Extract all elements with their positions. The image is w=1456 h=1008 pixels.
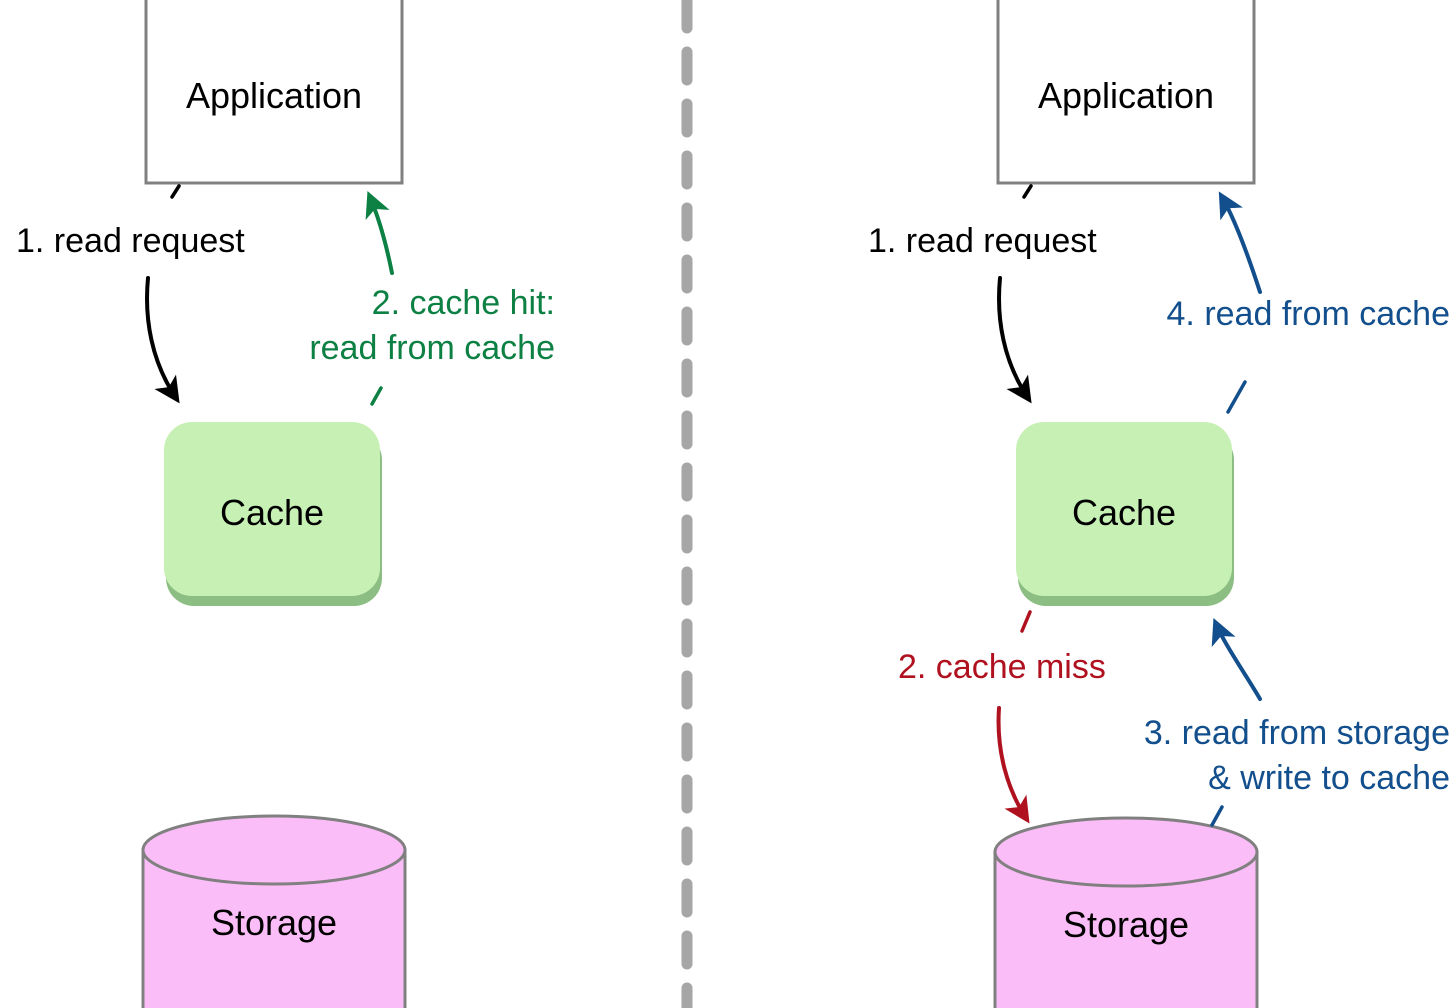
right-edge-label-cache-miss: 2. cache miss bbox=[898, 648, 1106, 686]
left-edge-label-cache-hit-line1: 2. cache hit: bbox=[371, 284, 555, 322]
right-edge-label-read-request: 1. read request bbox=[868, 222, 1097, 260]
right-cache-shape bbox=[1016, 422, 1234, 606]
right-edge-label-read-from-cache: 4. read from cache bbox=[1166, 295, 1450, 333]
right-edge-read-request bbox=[997, 184, 1033, 404]
right-storage-shape bbox=[993, 816, 1259, 1008]
right-edge-read-from-storage bbox=[1210, 618, 1262, 827]
right-edge-label-read-from-storage-line2: & write to cache bbox=[1208, 759, 1450, 797]
left-edge-label-read-request: 1. read request bbox=[16, 222, 245, 260]
right-edge-label-read-from-storage-line1: 3. read from storage bbox=[1143, 714, 1450, 752]
left-edge-label-cache-hit-line2: read from cache bbox=[309, 329, 555, 367]
right-edge-cache-miss bbox=[996, 610, 1032, 824]
left-edge-read-request bbox=[145, 184, 181, 404]
left-cache-shape bbox=[164, 422, 382, 606]
right-application-shape bbox=[996, 0, 1256, 185]
left-edge-cache-hit bbox=[365, 191, 394, 406]
left-storage-shape bbox=[141, 814, 407, 1008]
left-application-shape bbox=[144, 0, 404, 185]
right-edge-read-from-cache bbox=[1218, 191, 1262, 414]
